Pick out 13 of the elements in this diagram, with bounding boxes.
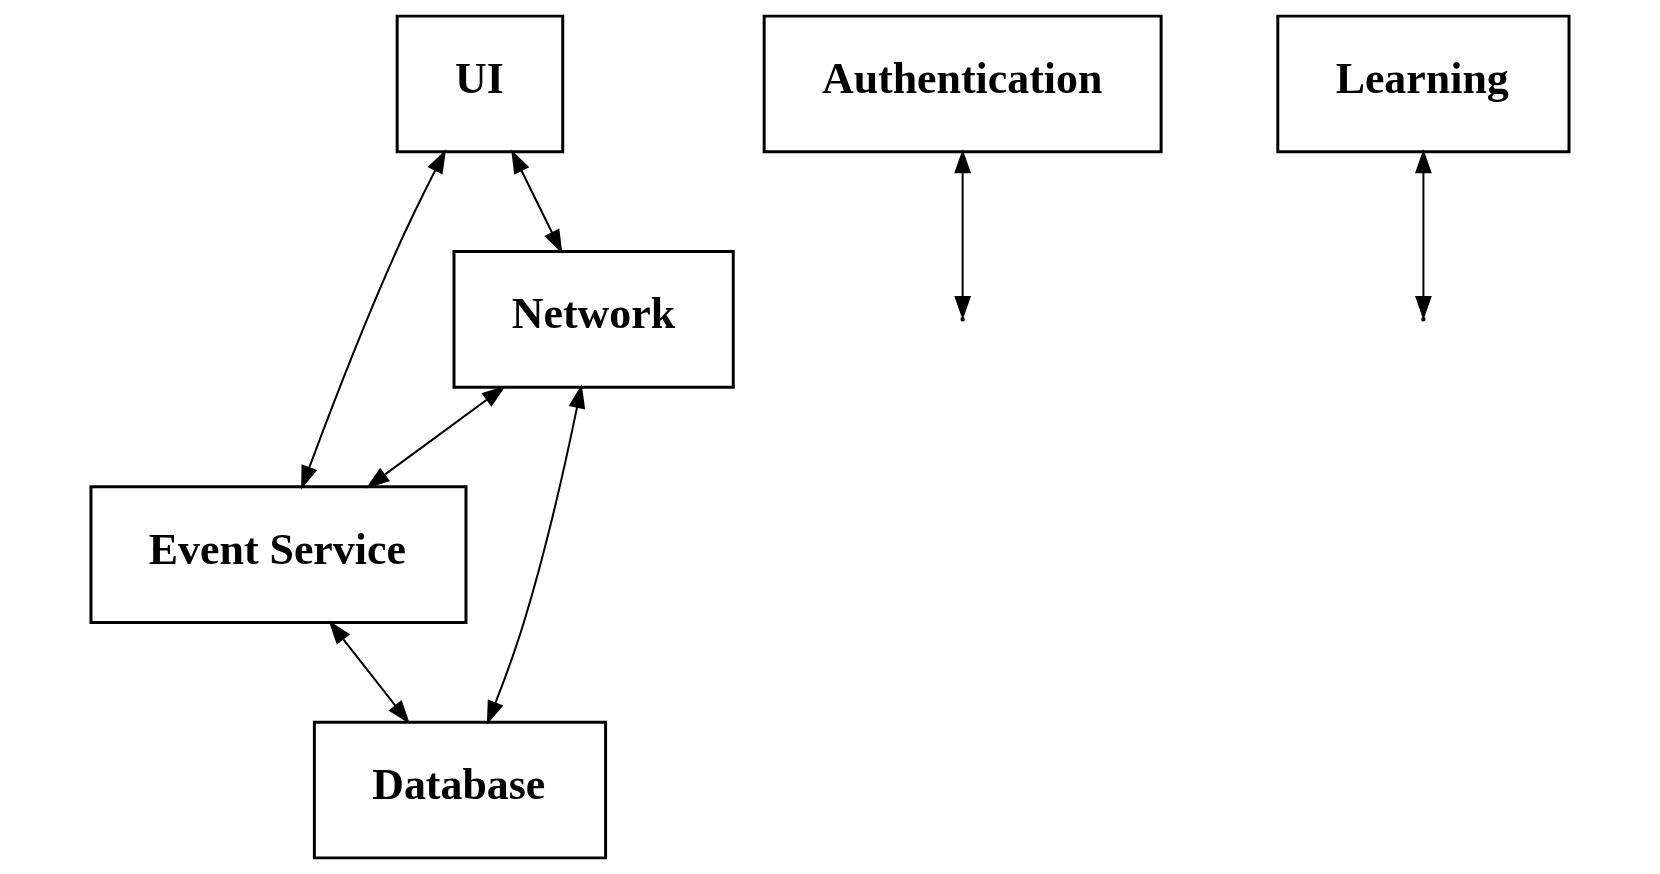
arrow — [954, 149, 972, 321]
arrow — [1415, 149, 1432, 321]
node-box: Authentication — [762, 14, 1163, 154]
arrow — [328, 620, 410, 725]
node-box: UI — [395, 14, 565, 154]
arrow — [301, 149, 446, 490]
arrow — [486, 384, 586, 725]
node-box: Event Service — [89, 485, 468, 624]
arrow — [511, 149, 563, 254]
node-box: Database — [312, 720, 608, 860]
node-box: Learning — [1276, 14, 1571, 154]
node-box: Network — [452, 250, 735, 389]
arrow — [365, 385, 506, 489]
